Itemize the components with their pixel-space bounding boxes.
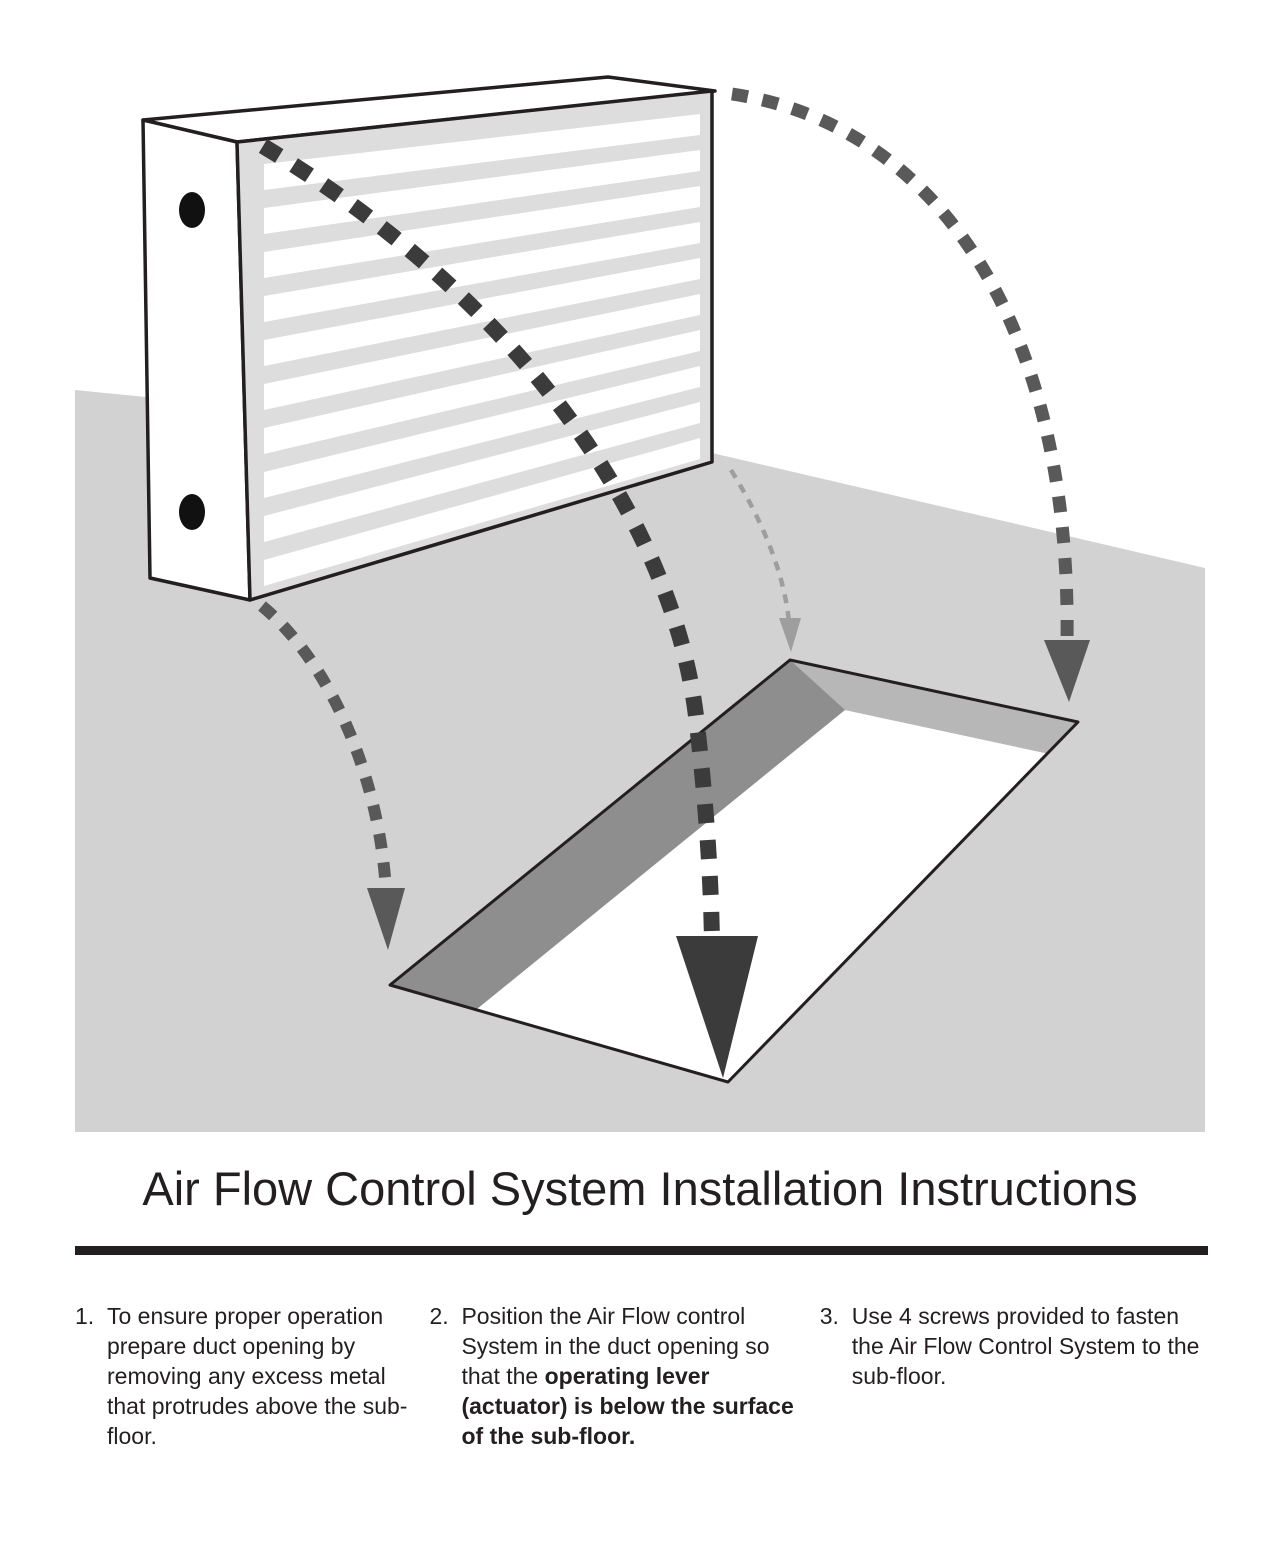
louver-slat (264, 366, 700, 498)
instruction-item-1: 1. To ensure proper operation prepare du… (75, 1301, 413, 1451)
down-arrowhead-left-icon (367, 888, 405, 950)
dashed-arrow-center-path (258, 139, 720, 943)
dashed-arrow-center (258, 139, 758, 1078)
instruction-list: 1. To ensure proper operation prepare du… (0, 1255, 1280, 1451)
instruction-item-2: 2. Position the Air Flow control System … (429, 1301, 803, 1451)
screw-holes (179, 192, 205, 530)
sub-floor-surface (75, 390, 1205, 1132)
screw-hole (179, 192, 205, 228)
dashed-arrow-left (258, 601, 405, 950)
louver-slat (264, 222, 700, 322)
duct-opening (388, 658, 1080, 1084)
diagram-canvas (75, 75, 1205, 1132)
instruction-text: To ensure proper operation prepare duct … (107, 1303, 408, 1449)
instruction-text: Position the Air Flow control System in … (461, 1301, 803, 1451)
instruction-number: 1. (75, 1303, 95, 1329)
screw-hole (179, 494, 205, 530)
louver-slat (264, 258, 700, 366)
instruction-text-normal: Position the Air Flow control System in … (461, 1303, 770, 1389)
down-arrowhead-right-icon (1044, 640, 1090, 702)
page-title: Air Flow Control System Installation Ins… (142, 1162, 1138, 1215)
dashed-arrow-left-path (258, 601, 392, 893)
duct-opening-rim (388, 658, 1080, 1084)
dashed-arrow-hint-path (729, 468, 792, 623)
down-arrowhead-center-icon (676, 936, 758, 1078)
louver-slat (264, 150, 700, 234)
dashed-arrow-right (731, 87, 1090, 702)
louver-slat (264, 294, 700, 410)
duct-bottom (445, 710, 1078, 1082)
louver-slat (264, 114, 700, 190)
air-flow-control-unit (141, 75, 717, 602)
divider (75, 1246, 1208, 1255)
installation-diagram (75, 75, 1205, 1132)
dashed-arrow-hint (729, 468, 801, 652)
louver-slat (264, 438, 700, 586)
duct-far-wall (790, 660, 1078, 772)
instruction-text: Use 4 screws provided to fasten the Air … (851, 1303, 1200, 1389)
instruction-number: 3. (819, 1303, 839, 1329)
instruction-item-3: 3. Use 4 screws provided to fasten the A… (820, 1301, 1210, 1451)
louver-slat (264, 186, 700, 278)
instruction-text-bold: operating lever (actuator) is below the … (461, 1363, 794, 1449)
instruction-number: 2. (429, 1303, 449, 1329)
down-arrowhead-hint-icon (779, 618, 801, 652)
louver-slat (264, 330, 700, 454)
